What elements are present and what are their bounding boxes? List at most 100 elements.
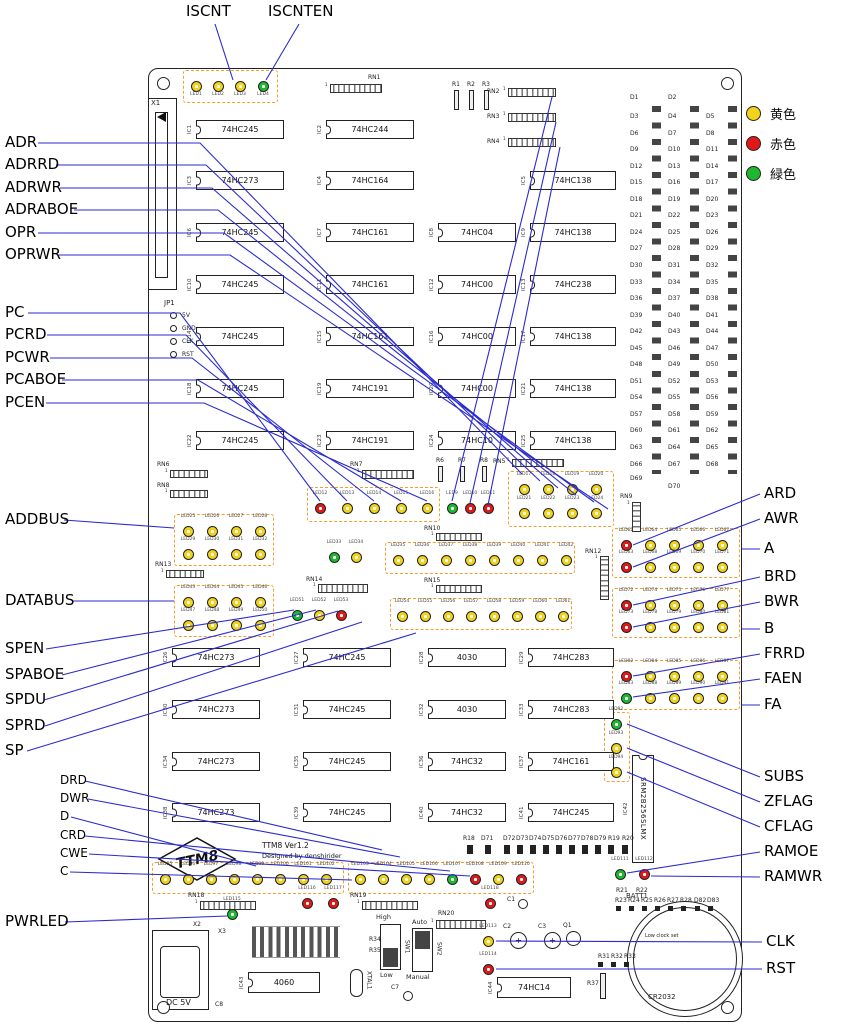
led-LED71: [716, 561, 728, 573]
led-LED21: [518, 507, 530, 519]
led-group-addbus: [174, 514, 274, 566]
rn-label-RN15: RN15: [424, 577, 441, 584]
legend-label: 緑色: [770, 168, 797, 183]
ic-IC32: 4030: [428, 700, 506, 719]
rn-label-RN2: RN2: [487, 88, 500, 95]
rn-label-RN13: RN13: [155, 561, 172, 568]
part-label-X3: X3: [218, 928, 226, 935]
ic-IC43: 4060: [248, 972, 320, 993]
diode-column-strip-37: [690, 106, 699, 474]
ic-part-label-IC21: 74HC138: [554, 384, 592, 393]
ic-IC7: 74HC161: [326, 223, 414, 242]
callout-cflag: CFLAG: [764, 817, 814, 835]
ic-part-label-IC35: 74HC245: [328, 757, 366, 766]
part-label-X2: X2: [193, 921, 201, 928]
ic-part-label-IC14: 74HC245: [221, 332, 259, 341]
diode-column-strip-36: [652, 106, 661, 474]
led-label-LED29: LED29: [180, 537, 196, 542]
led-label-LED44: LED44: [204, 585, 220, 590]
part-label-R8: R8: [480, 457, 488, 464]
led-label-LED50: LED50: [252, 608, 268, 613]
led-LED99: [251, 873, 263, 885]
part-label-R21: R21: [616, 887, 628, 894]
resistor-network-RN10: [436, 533, 482, 541]
diode-label-D37: D37: [668, 295, 681, 303]
led-label-LED60: LED60: [532, 599, 548, 604]
ic-IC25: 74HC138: [530, 431, 616, 450]
led-label-LED52: LED52: [311, 598, 327, 603]
ic-IC10: 74HC245: [196, 275, 284, 294]
diode-label-D58: D58: [668, 410, 681, 418]
part-label-R19: R19: [608, 835, 620, 842]
part-label-D75: D75: [542, 835, 555, 842]
led-LED38: [464, 554, 476, 566]
led-LED70: [692, 561, 704, 573]
led-LED97: [205, 873, 217, 885]
legend-color-dot-icon: [746, 106, 761, 121]
ic-part-label-IC15: 74HC161: [351, 332, 389, 341]
led-label-LED89: LED89: [666, 681, 682, 686]
resistor-network-RN8: [170, 490, 208, 498]
diode-label-D48: D48: [630, 361, 643, 369]
led-label-LED2: LED2: [212, 92, 224, 97]
led-label-LED95: LED95: [157, 862, 173, 867]
diode-label-D47: D47: [706, 344, 719, 352]
diode-label-D33: D33: [630, 278, 643, 286]
led-LED53: [335, 609, 347, 621]
led-label-LED34: LED34: [348, 540, 364, 545]
led-LED77: [716, 599, 728, 611]
smd-pad-18: [608, 845, 614, 854]
smd-pad-10: [504, 845, 510, 854]
diode-label-D62: D62: [706, 427, 719, 435]
led-LED67: [716, 539, 728, 551]
diode-label-D69: D69: [630, 475, 643, 482]
led-LED104: [377, 873, 389, 885]
led-label-LED73: LED73: [618, 610, 634, 615]
ic-part-label-IC22: 74HC245: [221, 436, 259, 445]
diode-column-strip-38: [728, 106, 737, 474]
diode-label-D16: D16: [668, 179, 681, 187]
led-label-LED63: LED63: [618, 550, 634, 555]
callout-spaboe: SPABOE: [5, 665, 65, 683]
ic-part-label-IC16: 74HC00: [461, 332, 493, 341]
callout-pcrd: PCRD: [5, 325, 47, 343]
led-label-LED92: LED92: [608, 707, 624, 712]
led-LED33: [328, 551, 340, 563]
led-label-LED103: LED103: [351, 862, 369, 867]
led-LED45: [230, 596, 242, 608]
ic-part-label-IC7: 74HC161: [351, 228, 389, 237]
ic-designator-IC29: IC29: [519, 651, 525, 664]
callout-adrwr: ADRWR: [5, 178, 62, 196]
led-LED9: [446, 502, 458, 514]
diode-label-D34: D34: [668, 278, 681, 286]
led-label-LED84: LED84: [642, 659, 658, 664]
led-LED55: [419, 610, 431, 622]
smd-pad-15: [569, 845, 575, 854]
led-label-LED61: LED61: [555, 599, 571, 604]
led-LED109: [492, 873, 504, 885]
smd-pad-21: [629, 906, 634, 911]
led-label-LED78: LED78: [642, 610, 658, 615]
rn-label-RN9: RN9: [620, 493, 633, 500]
jp1-pin-label-5V: 5V: [182, 312, 190, 319]
part-label-R24: R24: [628, 897, 640, 904]
smd-pad-24: [668, 906, 673, 911]
led-label-LED65: LED65: [666, 528, 682, 533]
ic-IC30: 74HC273: [172, 700, 260, 719]
led-label-LED102: LED102: [317, 862, 335, 867]
ic-part-label-IC18: 74HC245: [221, 384, 259, 393]
diode-label-D39: D39: [630, 311, 643, 319]
ic-part-label-IC3: 74HC273: [221, 176, 259, 185]
led-LED2: [212, 80, 224, 92]
smd-pad-25: [681, 906, 686, 911]
crystal-body: [350, 969, 363, 997]
led-LED59: [511, 610, 523, 622]
rn-label-RN20: RN20: [438, 910, 455, 917]
part-label-R6: R6: [436, 457, 444, 464]
led-LED69: [668, 561, 680, 573]
led-label-LED101: LED101: [294, 862, 312, 867]
ic-designator-IC41: IC41: [519, 806, 525, 819]
ic-designator-IC25: IC25: [521, 434, 527, 447]
diode-label-D4: D4: [668, 113, 677, 120]
electrolytic-cap-33: +: [544, 932, 561, 949]
